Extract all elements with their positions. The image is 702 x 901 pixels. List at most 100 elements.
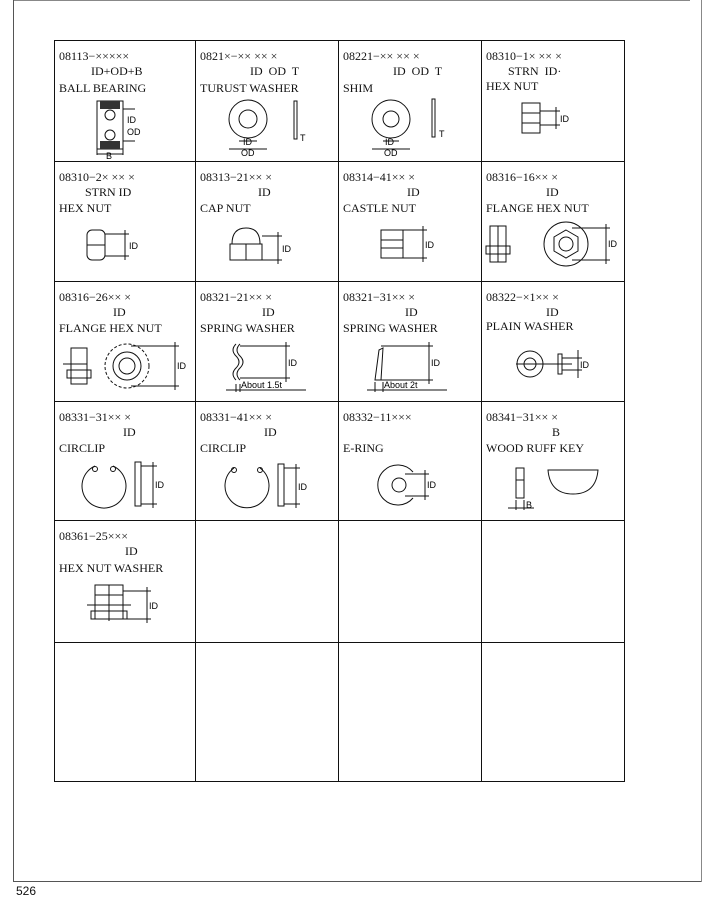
shim-drawing: ID OD T <box>371 98 445 158</box>
part-name: CASTLE NUT <box>343 201 416 215</box>
part-name: PLAIN WASHER <box>486 319 574 333</box>
part-name: SHIM <box>343 81 374 95</box>
part-code: 08310−2× ×× × <box>59 170 135 184</box>
part-code: 08331−41×× × <box>200 410 273 424</box>
part-code-legend: ID <box>407 185 420 199</box>
flange-hex-nut-drawing: ID <box>485 221 618 267</box>
part-code: 08321−31×× × <box>343 290 416 304</box>
thrust-washer-drawing: ID OD T <box>228 99 306 158</box>
dim-label-id: ID <box>431 358 441 368</box>
part-code-legend: ID <box>125 544 138 558</box>
dim-label-id: ID <box>580 360 590 370</box>
dim-label-od: OD <box>384 148 398 158</box>
part-cell-circlip-2: 08331−41×× × ID CIRCLIP ID <box>196 402 339 521</box>
part-name: WOOD RUFF KEY <box>486 441 585 455</box>
part-name: HEX NUT <box>59 201 112 215</box>
part-name: TURUST WASHER <box>200 81 299 95</box>
part-code: 08113−××××× <box>59 49 130 63</box>
part-name: BALL BEARING <box>59 81 147 95</box>
part-cell-hex-nut-washer: 08361−25××× ID HEX NUT WASHER ID <box>55 521 196 643</box>
hex-nut-drawing: ID <box>521 102 570 134</box>
part-name: SPRING WASHER <box>343 321 438 335</box>
part-cell-plain-washer: 08322−×1×× × ID PLAIN WASHER ID <box>482 282 624 402</box>
empty-cell <box>339 521 482 643</box>
part-code: 08316−26×× × <box>59 290 132 304</box>
part-code-legend: ID OD T <box>393 64 443 78</box>
empty-cell <box>339 643 482 781</box>
dim-label-id: ID <box>282 244 292 254</box>
part-code-legend: ID <box>264 425 277 439</box>
dim-label-id: ID <box>149 601 159 611</box>
part-code-legend: ID <box>113 305 126 319</box>
part-code: 08313−21×× × <box>200 170 273 184</box>
part-cell-flange-hex-nut-1: 08316−16×× × ID FLANGE HEX NUT ID <box>482 162 624 282</box>
dim-label-id: ID <box>155 480 165 490</box>
part-code-legend: STRN ID <box>85 185 132 199</box>
parts-table: 08113−××××× ID+OD+B BALL BEARING ID OD B… <box>54 40 625 782</box>
part-name: CAP NUT <box>200 201 251 215</box>
woodruff-key-drawing: B <box>508 467 599 510</box>
hex-nut-washer-drawing: ID <box>87 584 159 623</box>
part-code: 08314−41×× × <box>343 170 416 184</box>
hex-nut-drawing: ID <box>86 229 139 261</box>
dim-label-id: ID <box>560 114 570 124</box>
page-number: 526 <box>16 884 37 898</box>
dim-label-thickness: About 1.5t <box>241 380 283 390</box>
dim-label-id: ID <box>243 137 253 147</box>
part-code: 08322−×1×× × <box>486 290 559 304</box>
flange-hex-nut-drawing: ID <box>63 342 187 390</box>
page-frame-left <box>13 0 14 882</box>
dim-label-t: T <box>300 133 306 143</box>
part-code: 0821×−×× ×× × <box>200 49 278 63</box>
part-code-legend: ID OD T <box>250 64 300 78</box>
part-cell-ball-bearing: 08113−××××× ID+OD+B BALL BEARING ID OD B <box>55 41 196 162</box>
page-frame-top <box>14 0 690 1</box>
empty-cell <box>482 643 624 781</box>
part-code: 08332−11××× <box>343 410 412 424</box>
part-code-legend: ID+OD+B <box>91 64 143 78</box>
plain-washer-drawing: ID <box>516 350 590 378</box>
part-cell-hex-nut-1: 08310−1× ×× × STRN ID· HEX NUT ID <box>482 41 624 162</box>
dim-label-thickness: About 2t <box>384 380 418 390</box>
part-cell-cap-nut: 08313−21×× × ID CAP NUT ID <box>196 162 339 282</box>
dim-label-id: ID <box>427 480 437 490</box>
part-cell-hex-nut-2: 08310−2× ×× × STRN ID HEX NUT ID <box>55 162 196 282</box>
ball-bearing-drawing: ID OD B <box>96 100 141 161</box>
part-cell-spring-washer-1: 08321−21×× × ID SPRING WASHER ID About 1… <box>196 282 339 402</box>
dim-label-t: T <box>439 129 445 139</box>
empty-cell <box>55 643 196 781</box>
dim-label-id: ID <box>425 240 435 250</box>
part-name: FLANGE HEX NUT <box>486 201 589 215</box>
part-cell-spring-washer-2: 08321−31×× × ID SPRING WASHER ID About 2… <box>339 282 482 402</box>
part-code-legend: ID <box>405 305 418 319</box>
part-name: E-RING <box>343 441 384 455</box>
part-cell-woodruff-key: 08341−31×× × B WOOD RUFF KEY B <box>482 402 624 521</box>
part-name: SPRING WASHER <box>200 321 295 335</box>
part-name: CIRCLIP <box>200 441 247 455</box>
castle-nut-drawing: ID <box>380 226 435 262</box>
spring-washer-drawing: ID About 2t <box>367 342 447 392</box>
part-code: 08321−21×× × <box>200 290 273 304</box>
empty-cell <box>482 521 624 643</box>
dim-label-id: ID <box>129 241 139 251</box>
part-code-legend: B <box>552 425 561 439</box>
dim-label-id: ID <box>177 361 187 371</box>
cap-nut-drawing: ID <box>229 227 292 264</box>
part-name: CIRCLIP <box>59 441 106 455</box>
part-cell-e-ring: 08332−11××× E-RING ID <box>339 402 482 521</box>
part-code: 08341−31×× × <box>486 410 559 424</box>
part-code: 08331−31×× × <box>59 410 132 424</box>
part-code-legend: ID <box>258 185 271 199</box>
circlip-drawing: ID <box>81 461 165 509</box>
part-code: 08221−×× ×× × <box>343 49 420 63</box>
e-ring-drawing: ID <box>377 464 437 506</box>
part-cell-flange-hex-nut-2: 08316−26×× × ID FLANGE HEX NUT ID <box>55 282 196 402</box>
dim-label-id: ID <box>298 482 308 492</box>
dim-label-od: OD <box>241 148 255 158</box>
dim-label-b: B <box>106 151 112 161</box>
spring-washer-drawing: ID About 1.5t <box>226 342 306 392</box>
part-code: 08316−16×× × <box>486 170 559 184</box>
part-name: HEX NUT <box>486 79 539 93</box>
part-code-legend: ID <box>546 305 559 319</box>
part-code-legend: ID <box>123 425 136 439</box>
